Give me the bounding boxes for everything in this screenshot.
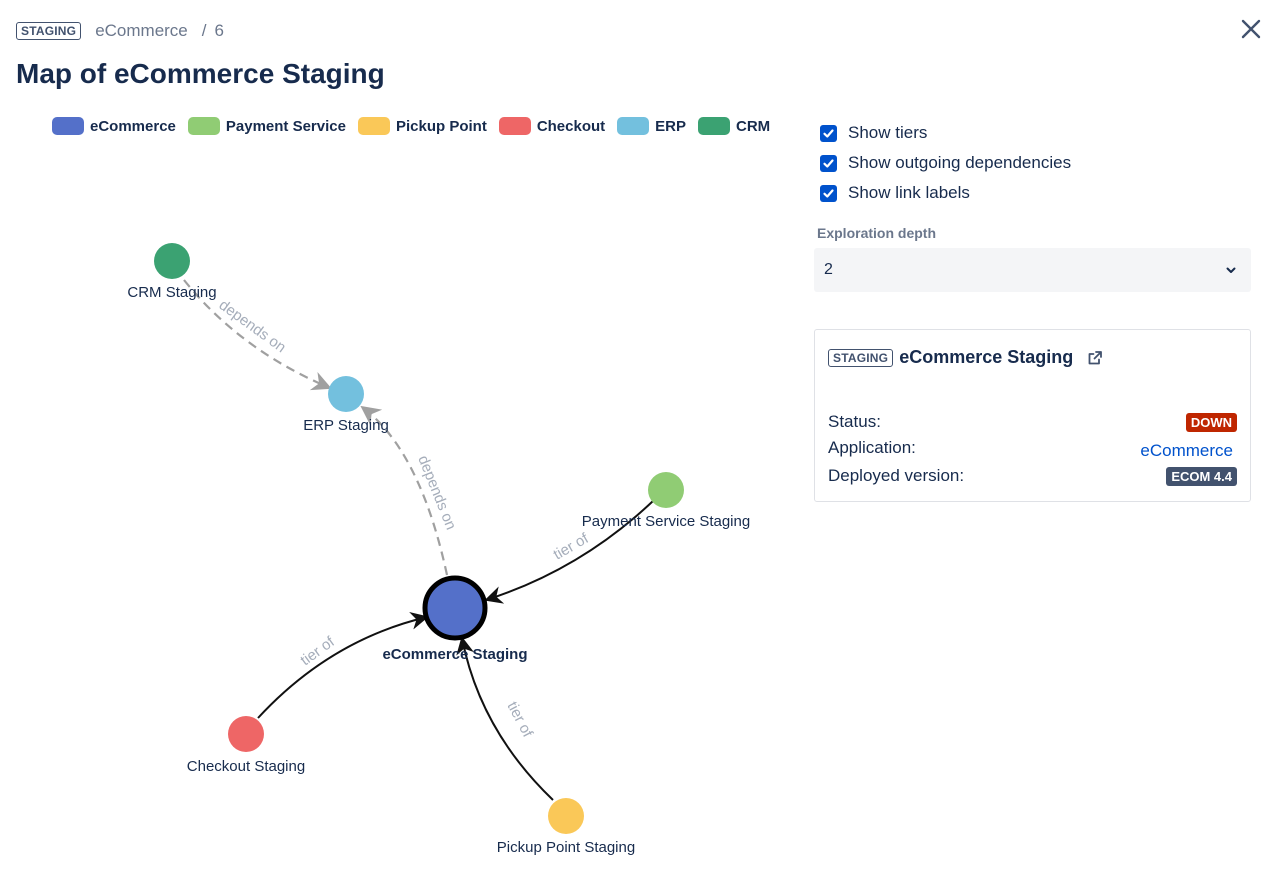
node-label: Checkout Staging [187, 758, 305, 775]
legend-swatch [52, 117, 84, 135]
show-outgoing-checkbox-row[interactable]: Show outgoing dependencies [820, 148, 1071, 178]
exploration-depth-label: Exploration depth [817, 225, 936, 241]
show-link-labels-checkbox-row[interactable]: Show link labels [820, 178, 1071, 208]
exploration-depth-select[interactable]: 2 [814, 248, 1251, 292]
edge-crm-erp[interactable] [183, 279, 332, 391]
legend-item-pickup-point[interactable]: Pickup Point [357, 117, 487, 135]
edge-label: tier of [503, 699, 536, 741]
node-label: Payment Service Staging [582, 513, 750, 530]
show-link-labels-label: Show link labels [848, 183, 970, 202]
legend-item-erp[interactable]: ERP [617, 117, 686, 135]
version-badge: ECOM 4.4 [1166, 466, 1237, 486]
breadcrumb: STAGING eCommerce / 6 [16, 18, 224, 44]
env-badge: STAGING [828, 348, 894, 367]
edge-label: depends on [216, 296, 289, 356]
breadcrumb-separator: / [201, 21, 207, 40]
legend-swatch [617, 117, 650, 135]
edge-pickup-ecommerce[interactable] [456, 636, 554, 801]
node-payment-service-staging[interactable] [648, 472, 684, 508]
legend-item-crm[interactable]: CRM [698, 117, 770, 135]
status-label: Status: [828, 412, 881, 431]
edge-label: tier of [551, 530, 593, 564]
display-options: Show tiers Show outgoing dependencies Sh… [820, 118, 1071, 208]
show-tiers-label: Show tiers [848, 123, 928, 142]
check-icon [823, 128, 834, 138]
show-tiers-checkbox-row[interactable]: Show tiers [820, 118, 1071, 148]
external-link-icon[interactable] [1087, 350, 1103, 366]
legend-label: eCommerce [90, 117, 176, 135]
application-link[interactable]: eCommerce [1140, 441, 1233, 460]
card-header: STAGING eCommerce Staging [828, 347, 1103, 368]
show-tiers-checkbox[interactable] [820, 124, 837, 142]
edge-ecommerce-erp[interactable] [360, 405, 449, 576]
node-label: eCommerce Staging [382, 646, 527, 663]
legend-swatch [357, 117, 390, 135]
node-checkout-staging[interactable] [228, 716, 264, 752]
edge-payment-ecommerce[interactable] [484, 500, 654, 604]
show-link-labels-checkbox[interactable] [820, 184, 837, 202]
show-outgoing-dependencies-checkbox[interactable] [820, 154, 837, 172]
status-badge: DOWN [1185, 412, 1237, 432]
node-crm-staging[interactable] [154, 243, 190, 279]
node-erp-staging[interactable] [328, 376, 364, 412]
legend-item-checkout[interactable]: Checkout [498, 117, 606, 135]
exploration-depth-value: 2 [824, 261, 833, 278]
component-name: eCommerce Staging [899, 347, 1074, 367]
legend-label: ERP [655, 117, 686, 135]
legend-label: Pickup Point [395, 117, 487, 135]
application-label: Application: [828, 438, 916, 457]
breadcrumb-trail: / 6 [202, 21, 224, 41]
version-row: Deployed version: ECOM 4.4 [828, 466, 1237, 486]
chevron-down-icon [1226, 267, 1236, 273]
check-icon [823, 158, 834, 168]
dependency-graph[interactable]: depends on depends on tier of tier of ti… [0, 100, 800, 892]
legend: eCommerce Payment Service Pickup Point C… [52, 117, 770, 135]
close-icon [1241, 19, 1261, 39]
node-label: Pickup Point Staging [497, 839, 635, 856]
application-row: Application: eCommerce [828, 438, 1237, 460]
node-pickup-point-staging[interactable] [548, 798, 584, 834]
close-button[interactable] [1238, 16, 1264, 42]
legend-item-payment-service[interactable]: Payment Service [187, 117, 346, 135]
graph-canvas[interactable]: depends on depends on tier of tier of ti… [0, 100, 800, 892]
node-label: CRM Staging [127, 284, 216, 301]
page-title: Map of eCommerce Staging [16, 58, 385, 89]
legend-swatch [187, 117, 220, 135]
legend-item-ecommerce[interactable]: eCommerce [52, 117, 176, 135]
version-label: Deployed version: [828, 466, 965, 485]
legend-swatch [698, 117, 730, 135]
legend-swatch [498, 117, 531, 135]
check-icon [823, 188, 834, 198]
env-badge: STAGING [16, 22, 82, 40]
node-label: ERP Staging [303, 417, 389, 434]
show-outgoing-label: Show outgoing dependencies [848, 153, 1072, 172]
legend-label: Checkout [536, 117, 606, 135]
component-details-card: STAGING eCommerce Staging Status: DOWN A… [814, 329, 1251, 502]
edge-checkout-ecommerce[interactable] [257, 611, 429, 719]
breadcrumb-app-link[interactable]: eCommerce [95, 21, 188, 40]
status-row: Status: DOWN [828, 412, 1237, 432]
edge-label: tier of [297, 633, 338, 669]
legend-label: Payment Service [225, 117, 346, 135]
node-ecommerce-staging[interactable] [422, 575, 488, 641]
breadcrumb-id: 6 [214, 21, 224, 40]
edge-label: depends on [414, 453, 459, 532]
legend-label: CRM [736, 117, 771, 135]
